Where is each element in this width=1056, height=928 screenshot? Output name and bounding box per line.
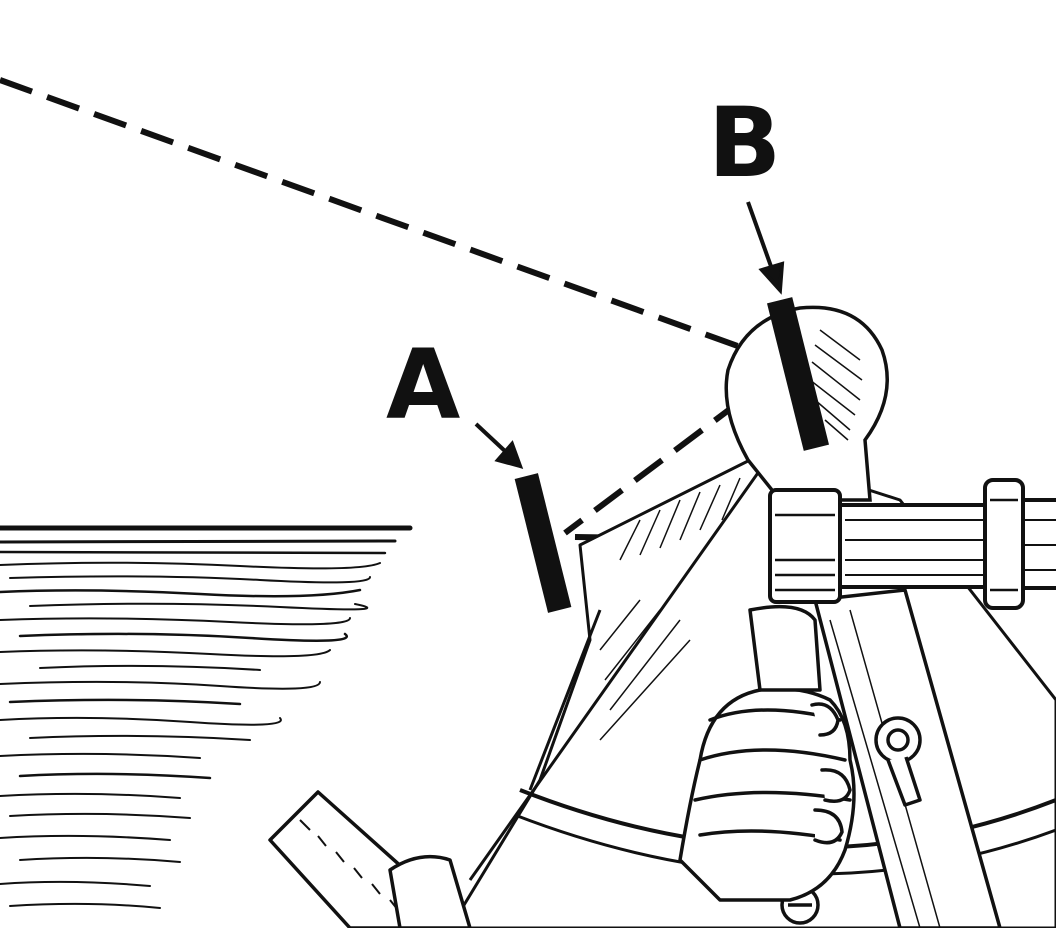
incoming-light-ray [0, 80, 782, 362]
telescope [770, 480, 1056, 608]
label-a: A [386, 329, 460, 441]
label-b: B [708, 87, 781, 199]
mirror-a [515, 473, 572, 613]
arrow-to-b [748, 202, 773, 272]
sight-lines [0, 80, 782, 540]
arrow-to-a [476, 424, 506, 452]
vernier-arm [270, 792, 470, 928]
